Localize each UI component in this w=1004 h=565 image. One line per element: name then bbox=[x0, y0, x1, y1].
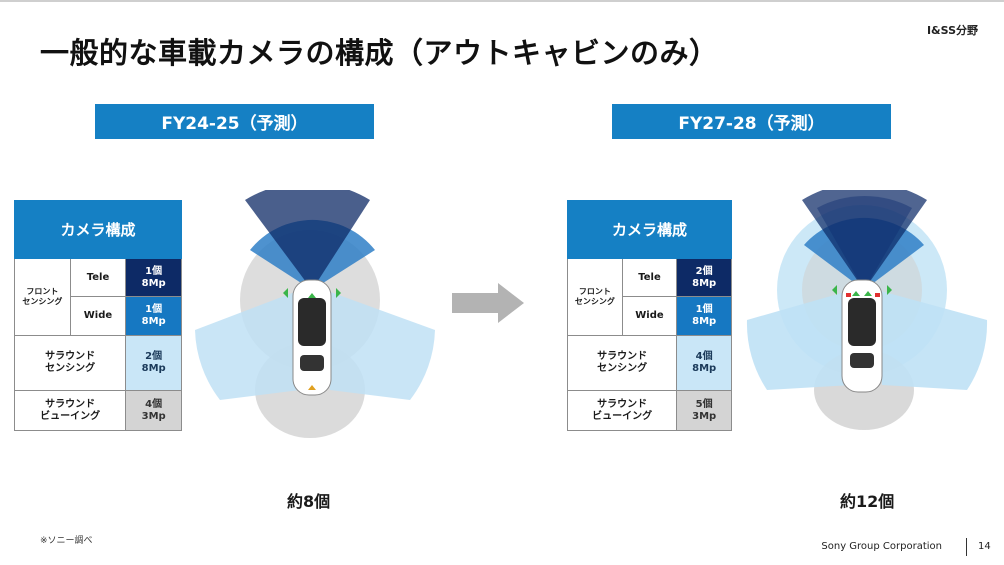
camera-marker bbox=[864, 291, 872, 296]
footer-company: Sony Group Corporation bbox=[821, 541, 942, 552]
total-count-current: 約8個 bbox=[287, 492, 331, 511]
surround-viewing-value: 4個 3Mp bbox=[125, 390, 182, 431]
car-rear-window bbox=[300, 355, 324, 371]
tele-camera-field-2 bbox=[817, 195, 912, 290]
front-sensing-label: フロント センシング bbox=[567, 258, 623, 336]
camera-marker bbox=[875, 293, 880, 297]
camera-marker bbox=[887, 285, 892, 295]
surround-sensing-value: 2個 8Mp bbox=[125, 335, 182, 391]
top-rule bbox=[0, 0, 1004, 2]
wide-value: 1個 8Mp bbox=[676, 296, 732, 336]
camera-marker bbox=[336, 288, 341, 298]
surround-viewing-label: サラウンド ビューイング bbox=[566, 390, 678, 431]
camera-marker bbox=[308, 293, 316, 298]
car-rear-window bbox=[850, 353, 874, 368]
camera-coverage-diagram-current bbox=[195, 190, 435, 438]
surround-sensing-right bbox=[325, 290, 435, 400]
surround-sensing-label: サラウンド センシング bbox=[13, 335, 127, 391]
total-count-future: 約12個 bbox=[840, 492, 895, 511]
period-banner-future: FY27-28（予測） bbox=[612, 104, 891, 139]
wide-value: 1個 8Mp bbox=[125, 296, 182, 336]
camera-marker bbox=[308, 385, 316, 390]
page-title: 一般的な車載カメラの構成（アウトキャビンのみ） bbox=[40, 36, 719, 70]
surround-sensing-left bbox=[195, 290, 300, 400]
tele-value: 1個 8Mp bbox=[125, 258, 182, 297]
camera-marker bbox=[832, 285, 837, 295]
front-sensing-label: フロント センシング bbox=[14, 258, 71, 336]
transition-arrow bbox=[452, 283, 524, 323]
camera-marker bbox=[846, 293, 851, 297]
table-header: カメラ構成 bbox=[14, 200, 182, 259]
footer-divider bbox=[966, 538, 967, 556]
footnote: ※ソニー調べ bbox=[40, 536, 93, 546]
wide-label: Wide bbox=[69, 296, 127, 336]
wide-label: Wide bbox=[621, 296, 678, 336]
camera-coverage-diagram-future bbox=[746, 190, 988, 430]
tele-camera-field bbox=[802, 190, 927, 290]
tele-camera-field bbox=[245, 190, 370, 290]
surround-sensing-value: 4個 8Mp bbox=[676, 335, 732, 391]
division-label: I&SS分野 bbox=[926, 24, 978, 37]
surround-sensing-left bbox=[746, 290, 852, 390]
tele-value: 2個 8Mp bbox=[676, 258, 732, 297]
tele-label: Tele bbox=[69, 258, 127, 297]
table-header: カメラ構成 bbox=[567, 200, 732, 259]
surround-sensing-label: サラウンド センシング bbox=[566, 335, 678, 391]
period-banner-current: FY24-25（予測） bbox=[95, 104, 374, 139]
camera-config-table-future: カメラ構成 フロント センシング Tele 2個 8Mp Wide 1個 8Mp… bbox=[566, 200, 732, 431]
car-roof bbox=[298, 298, 326, 346]
camera-config-table-current: カメラ構成 フロント センシング Tele 1個 8Mp Wide 1個 8Mp… bbox=[13, 200, 182, 431]
surround-viewing-label: サラウンド ビューイング bbox=[13, 390, 127, 431]
surround-viewing-value: 5個 3Mp bbox=[676, 390, 732, 431]
tele-label: Tele bbox=[621, 258, 678, 297]
camera-marker bbox=[852, 291, 860, 296]
page-number: 14 bbox=[978, 541, 991, 552]
surround-sensing-right bbox=[877, 290, 988, 390]
car-roof bbox=[848, 298, 876, 346]
camera-marker bbox=[283, 288, 288, 298]
